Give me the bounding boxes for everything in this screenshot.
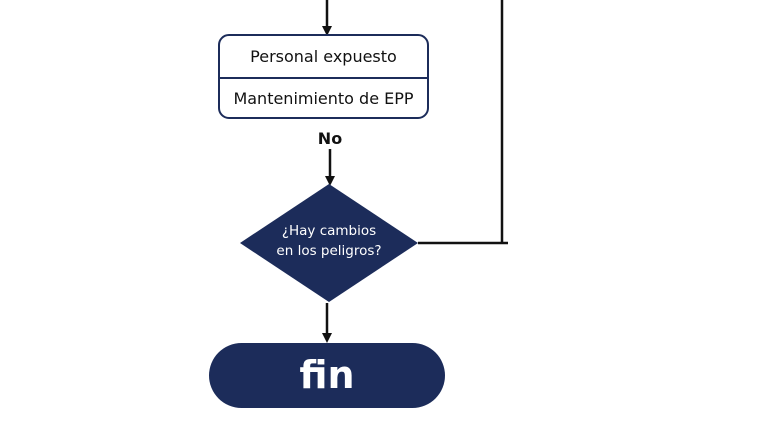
decision-text-line1: ¿Hay cambios — [281, 223, 377, 239]
edge-label-no: No — [317, 129, 343, 148]
decision-loop-back-line — [418, 0, 508, 245]
decision-text: ¿Hay cambios en los peligros? — [260, 221, 398, 261]
end-terminal: fin — [209, 343, 445, 408]
process-divider — [220, 77, 427, 79]
decision-text-line2: en los peligros? — [276, 243, 382, 259]
process-top-text: Personal expuesto — [250, 47, 397, 66]
decision-diamond — [240, 184, 418, 302]
process-bottom-text: Mantenimiento de EPP — [233, 89, 414, 108]
process-box: Personal expuesto Mantenimiento de EPP — [218, 34, 429, 119]
